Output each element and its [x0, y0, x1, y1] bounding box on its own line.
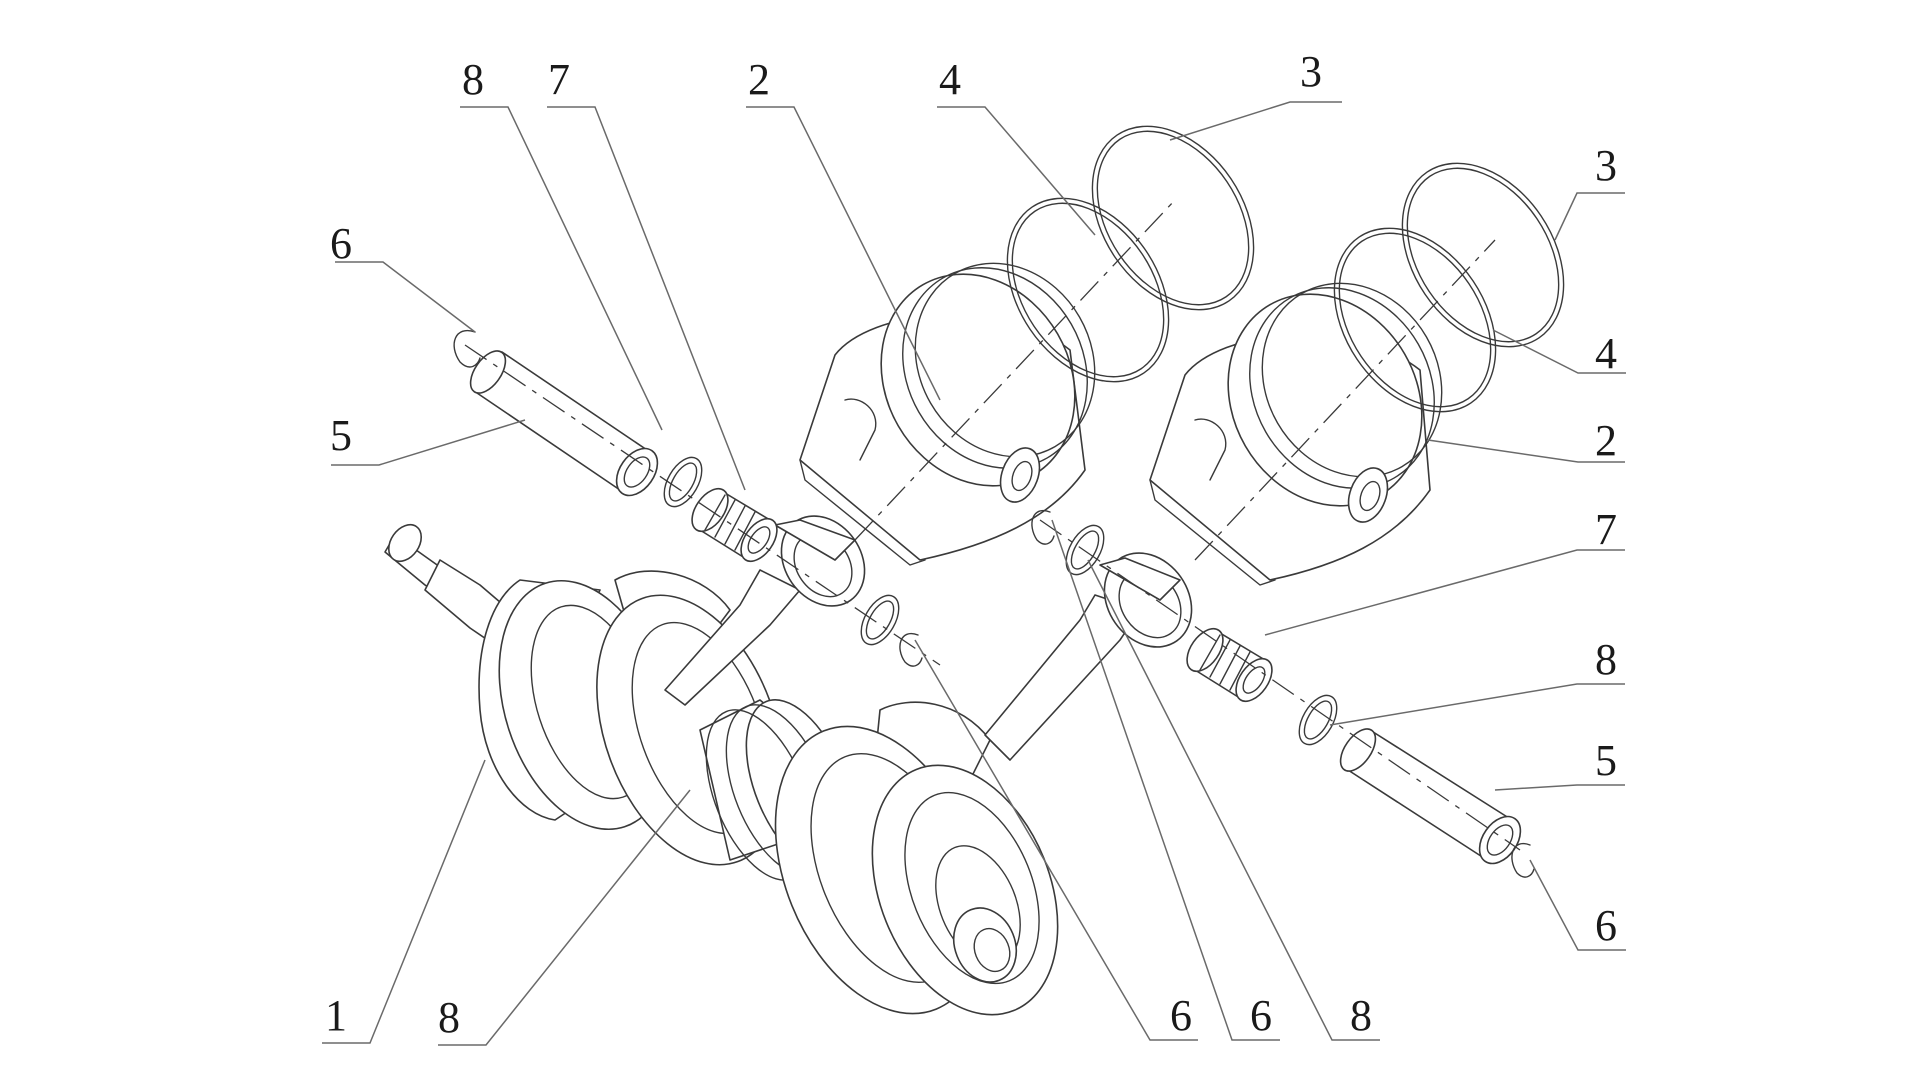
connecting-rod-left [664, 515, 866, 706]
callout-7-top-left: 7 [548, 55, 570, 104]
callout-5-left: 5 [330, 411, 352, 460]
callout-5-right: 5 [1595, 736, 1617, 785]
callout-3-top: 3 [1300, 47, 1322, 96]
piston-right [1149, 282, 1443, 586]
callout-4-top: 4 [939, 55, 961, 104]
callout-6-bottom-a: 6 [1170, 991, 1192, 1040]
callout-8-top-left: 8 [462, 55, 484, 104]
callout-6-left: 6 [330, 219, 352, 268]
callout-8-bottom-left: 8 [438, 993, 460, 1042]
piston-left [799, 262, 1096, 566]
wrist-pin-right [1339, 728, 1522, 865]
needle-bearing-right [1186, 627, 1273, 703]
callout-1-bottom: 1 [325, 991, 347, 1040]
callout-8-right: 8 [1595, 635, 1617, 684]
callout-3-right: 3 [1595, 141, 1617, 190]
needle-bearing-left [691, 487, 778, 563]
centerlines [464, 199, 1521, 851]
leader-lines [322, 101, 1626, 1046]
piston-rings [1006, 125, 1565, 413]
callout-6-bottom-b: 6 [1250, 991, 1272, 1040]
thrust-washers [663, 456, 1338, 746]
callout-2-top: 2 [748, 55, 770, 104]
callout-8-bottom-right: 8 [1350, 991, 1372, 1040]
callout-6-right: 6 [1595, 901, 1617, 950]
wrist-pin-left [469, 350, 659, 497]
callout-4-right: 4 [1595, 329, 1617, 378]
crankshaft [384, 523, 1059, 1016]
callout-7-right: 7 [1595, 505, 1617, 554]
callout-labels: 8 7 2 4 3 6 5 3 4 2 7 8 5 6 1 8 6 6 8 [325, 47, 1617, 1042]
connecting-rod-right [984, 552, 1193, 761]
callout-2-right: 2 [1595, 416, 1617, 465]
circlips [453, 329, 1535, 878]
